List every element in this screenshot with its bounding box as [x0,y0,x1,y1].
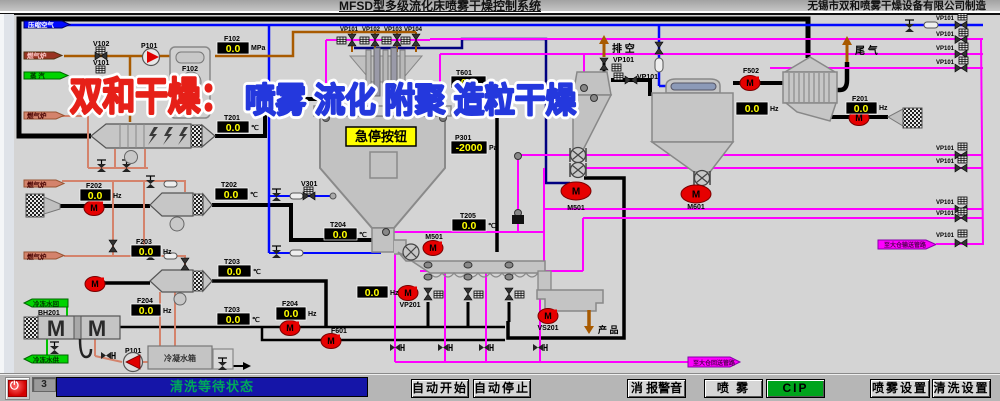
svg-text:VP201: VP201 [399,302,420,309]
svg-text:0.0: 0.0 [227,266,242,278]
svg-text:VP101: VP101 [936,233,955,239]
svg-text:尾 气: 尾 气 [855,44,878,57]
svg-text:T202: T202 [221,182,237,189]
svg-text:-2000: -2000 [456,142,483,154]
svg-text:至大仓回送管路: 至大仓回送管路 [693,359,736,367]
svg-text:M501: M501 [425,234,443,241]
svg-text:0.0: 0.0 [139,246,154,258]
svg-text:0.0: 0.0 [224,189,239,201]
svg-text:0.0: 0.0 [333,229,348,241]
svg-text:急停按钮: 急停按钮 [355,129,407,144]
svg-text:V301: V301 [301,181,317,188]
svg-text:℃: ℃ [250,191,258,199]
svg-text:VP101: VP101 [936,159,955,165]
svg-text:0.0: 0.0 [88,190,103,202]
svg-text:℃: ℃ [252,316,260,324]
svg-text:T205: T205 [460,213,476,220]
svg-text:排 空: 排 空 [612,42,635,55]
svg-text:0.0: 0.0 [226,314,241,326]
svg-text:Hz: Hz [390,290,399,297]
svg-text:P101: P101 [141,43,157,50]
svg-text:℃: ℃ [251,124,259,132]
svg-text:℃: ℃ [253,268,261,276]
svg-text:冷冻水供: 冷冻水供 [33,355,60,364]
svg-text:Hz: Hz [113,193,122,200]
svg-text:VP102: VP102 [362,27,381,33]
svg-text:冷凝水箱: 冷凝水箱 [164,353,196,363]
svg-text:M: M [47,316,65,341]
svg-text:0.0: 0.0 [462,220,477,232]
svg-text:V101: V101 [93,60,109,67]
svg-text:Hz: Hz [879,105,888,112]
svg-text:Hz: Hz [163,308,172,315]
svg-text:压缩空气: 压缩空气 [28,20,55,29]
svg-text:0.0: 0.0 [365,287,380,299]
svg-text:至大仓输送管路: 至大仓输送管路 [884,241,927,249]
svg-text:F204: F204 [282,301,298,308]
svg-text:0.0: 0.0 [284,308,299,320]
svg-text:VS201: VS201 [537,325,558,332]
svg-text:M501: M501 [567,205,585,212]
svg-text:VP101: VP101 [637,74,658,81]
svg-text:F102: F102 [224,36,240,43]
svg-text:0.0: 0.0 [745,103,760,115]
svg-text:燃气炉: 燃气炉 [27,51,47,60]
svg-text:F203: F203 [136,239,152,246]
svg-text:M: M [88,316,106,341]
svg-text:F502: F502 [743,68,759,75]
svg-text:Hz: Hz [308,311,317,318]
svg-text:VP101: VP101 [936,200,955,206]
svg-text:F601: F601 [331,328,347,335]
svg-text:F202: F202 [86,183,102,190]
svg-text:BH201: BH201 [38,310,60,317]
svg-text:F102: F102 [182,66,198,73]
svg-text:0.0: 0.0 [461,77,476,89]
svg-text:VP101: VP101 [936,146,955,152]
svg-text:0.0: 0.0 [226,122,241,134]
svg-text:冷冻水回: 冷冻水回 [33,299,60,308]
svg-text:燃气炉: 燃气炉 [27,252,47,261]
svg-text:P301: P301 [455,135,471,142]
svg-text:V102: V102 [93,41,109,48]
svg-text:T601: T601 [456,70,472,77]
svg-text:VP101: VP101 [613,57,634,64]
svg-text:VP101: VP101 [936,211,955,217]
svg-text:T204: T204 [330,222,346,229]
svg-text:T203: T203 [224,307,240,314]
svg-text:燃气炉: 燃气炉 [27,111,47,120]
svg-text:VP101: VP101 [936,46,955,52]
svg-text:VP101: VP101 [340,27,359,33]
svg-text:VP103: VP103 [384,27,403,33]
svg-text:T201: T201 [224,115,240,122]
svg-text:Hz: Hz [770,106,779,113]
svg-text:F204: F204 [137,298,153,305]
svg-text:℃: ℃ [359,231,367,239]
svg-text:T203: T203 [224,259,240,266]
svg-text:℃: ℃ [488,222,496,230]
svg-text:Pa: Pa [489,145,498,152]
svg-text:P101: P101 [125,348,141,355]
svg-text:产 品: 产 品 [598,324,619,335]
svg-text:MPa: MPa [251,45,266,52]
svg-text:VP101: VP101 [936,32,955,38]
svg-text:M601: M601 [687,204,705,211]
svg-text:VP101: VP101 [936,16,955,22]
svg-text:0.0: 0.0 [854,103,869,115]
svg-text:蒸 汽: 蒸 汽 [30,71,45,80]
svg-text:0.0: 0.0 [139,305,154,317]
svg-text:Hz: Hz [163,249,172,256]
svg-text:0.0: 0.0 [226,43,241,55]
svg-text:VP104: VP104 [404,27,423,33]
svg-text:VP101: VP101 [936,60,955,66]
svg-text:燃气炉: 燃气炉 [27,180,47,189]
svg-text:℃: ℃ [488,79,496,87]
svg-text:F201: F201 [852,96,868,103]
